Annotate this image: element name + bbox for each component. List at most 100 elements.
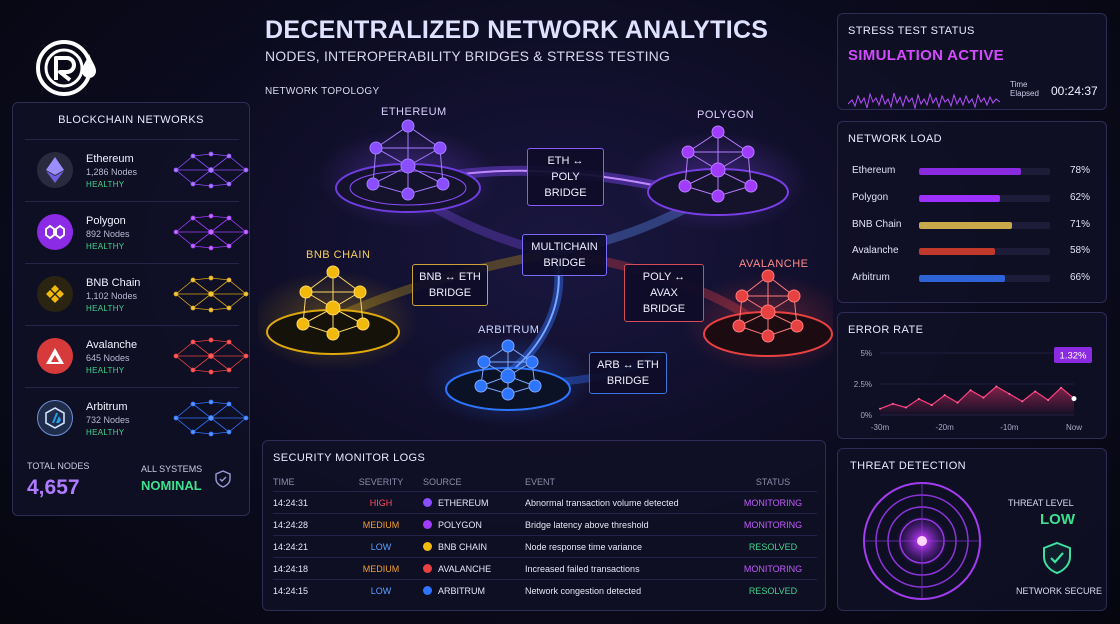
log-time: 14:24:15 [273,586,309,596]
load-bar [919,248,1050,255]
load-bar [919,195,1050,202]
log-severity: LOW [370,542,392,552]
ethereum-icon [37,152,73,188]
panel-title: STRESS TEST STATUS [848,25,975,37]
load-percent: 66% [1069,272,1090,283]
y-tick-label: 0% [860,411,872,420]
bridge-sublabel: BRIDGE [606,375,650,387]
network-label-ethereum: ETHEREUM [381,106,447,118]
data-point [930,404,933,407]
chain-row-bnb[interactable]: BNB Chain 1,102 Nodes HEALTHY [25,263,249,325]
bridge-poly-avax[interactable]: POLY ↔ AVAX BRIDGE [624,264,704,322]
table-row[interactable]: 14:24:21 LOW BNB CHAIN Node response tim… [273,535,817,557]
chain-nodes: 892 Nodes [86,229,130,239]
col-event: EVENT [525,477,556,487]
stress-status-value: SIMULATION ACTIVE [848,47,1004,64]
chain-status: HEALTHY [86,428,125,437]
bnb-mesh-graphic [173,275,249,313]
chain-row-arbitrum[interactable]: Arbitrum 732 Nodes HEALTHY [25,387,249,449]
threat-level-label: THREAT LEVEL [1008,498,1074,508]
bridge-sublabel: BRIDGE [642,303,686,315]
log-source-name: AVALANCHE [438,564,492,574]
chain-row-ethereum[interactable]: Ethereum 1,286 Nodes HEALTHY [25,139,249,201]
blockchain-networks-panel: BLOCKCHAIN NETWORKS Ethereum 1,286 Nodes… [12,102,250,516]
total-nodes-label: TOTAL NODES [27,461,90,471]
bridge-multichain[interactable]: MULTICHAIN BRIDGE [522,234,607,276]
data-point [995,385,998,388]
chain-status: HEALTHY [86,180,125,189]
chain-name: Polygon [86,215,126,227]
bridge-label: BNB ↔ ETH [419,271,481,283]
threat-level-value: LOW [1040,511,1075,528]
all-systems-label: ALL SYSTEMS [141,464,203,474]
bridge-label: MULTICHAIN [531,241,598,253]
chain-row-avalanche[interactable]: Avalanche 645 Nodes HEALTHY [25,325,249,387]
load-bar [919,275,1050,282]
table-row[interactable]: 14:24:15 LOW ARBITRUM Network congestion… [273,579,817,601]
chain-row-polygon[interactable]: Polygon 892 Nodes HEALTHY [25,201,249,263]
panel-title: THREAT DETECTION [850,460,966,472]
x-tick-label: -10m [1000,423,1019,432]
arbitrum-icon [423,586,432,595]
chart-title: ERROR RATE [848,324,924,336]
bridge-sublabel: BRIDGE [428,287,472,299]
data-point [969,389,972,392]
table-row[interactable]: 14:24:31 HIGH ETHEREUM Abnormal transact… [273,491,817,513]
bridge-eth-poly[interactable]: ETH ↔ POLY BRIDGE [527,148,604,206]
col-severity: SEVERITY [358,477,404,487]
load-bar [919,222,1050,229]
col-time: TIME [273,477,295,487]
load-bar-fill [919,168,1022,175]
data-point [943,394,946,397]
log-severity: MEDIUM [362,564,400,574]
data-point [1047,399,1050,402]
col-source: SOURCE [423,477,462,487]
chain-name: Ethereum [86,153,134,165]
y-tick-label: 5% [860,349,872,358]
polygon-icon [423,520,432,529]
bridge-bnb-eth[interactable]: BNB ↔ ETH BRIDGE [412,264,488,306]
current-value-marker [1071,396,1077,402]
table-row[interactable]: 14:24:28 MEDIUM POLYGON Bridge latency a… [273,513,817,535]
bridge-label: ARB ↔ ETH [597,359,659,371]
y-tick-label: 2.5% [854,380,872,389]
load-name: Ethereum [852,165,896,176]
log-event: Abnormal transaction volume detected [525,498,679,508]
value-callout: 1.32% [1060,351,1087,362]
x-tick-label: -20m [936,423,955,432]
shield-check-icon [215,470,231,488]
topology-label: NETWORK TOPOLOGY [265,86,380,97]
log-source-name: POLYGON [438,520,482,530]
bnb-icon [423,542,432,551]
log-status: RESOLVED [748,542,798,552]
log-severity: LOW [370,586,392,596]
log-status: MONITORING [743,520,803,530]
log-time: 14:24:28 [273,520,309,530]
log-time: 14:24:31 [273,498,309,508]
chain-status: HEALTHY [86,366,125,375]
table-row[interactable]: 14:24:18 MEDIUM AVALANCHE Increased fail… [273,557,817,579]
error-rate-area [880,386,1074,415]
load-bar-fill [919,195,1001,202]
load-row-ethereum: Ethereum 78% [852,165,1096,179]
log-source: ARBITRUM [423,586,485,596]
security-logs-panel: SECURITY MONITOR LOGS TIME SEVERITY SOUR… [262,440,826,611]
x-tick-label: Now [1066,423,1082,432]
bridge-arb-eth[interactable]: ARB ↔ ETH BRIDGE [589,352,667,394]
panel-title: NETWORK LOAD [848,133,943,145]
network-label-polygon: POLYGON [697,109,755,121]
polygon-mesh-graphic [173,213,249,251]
stress-sparkline [848,92,1000,110]
log-source: AVALANCHE [423,564,491,574]
avalanche-icon [423,564,432,573]
data-point [1034,390,1037,393]
arbitrum-mesh-graphic [173,399,249,437]
load-row-bnb: BNB Chain 71% [852,219,1096,233]
load-bar-fill [919,222,1012,229]
arbitrum-icon [37,400,73,436]
load-row-polygon: Polygon 62% [852,192,1096,206]
load-percent: 71% [1069,219,1090,230]
log-status: MONITORING [743,564,803,574]
